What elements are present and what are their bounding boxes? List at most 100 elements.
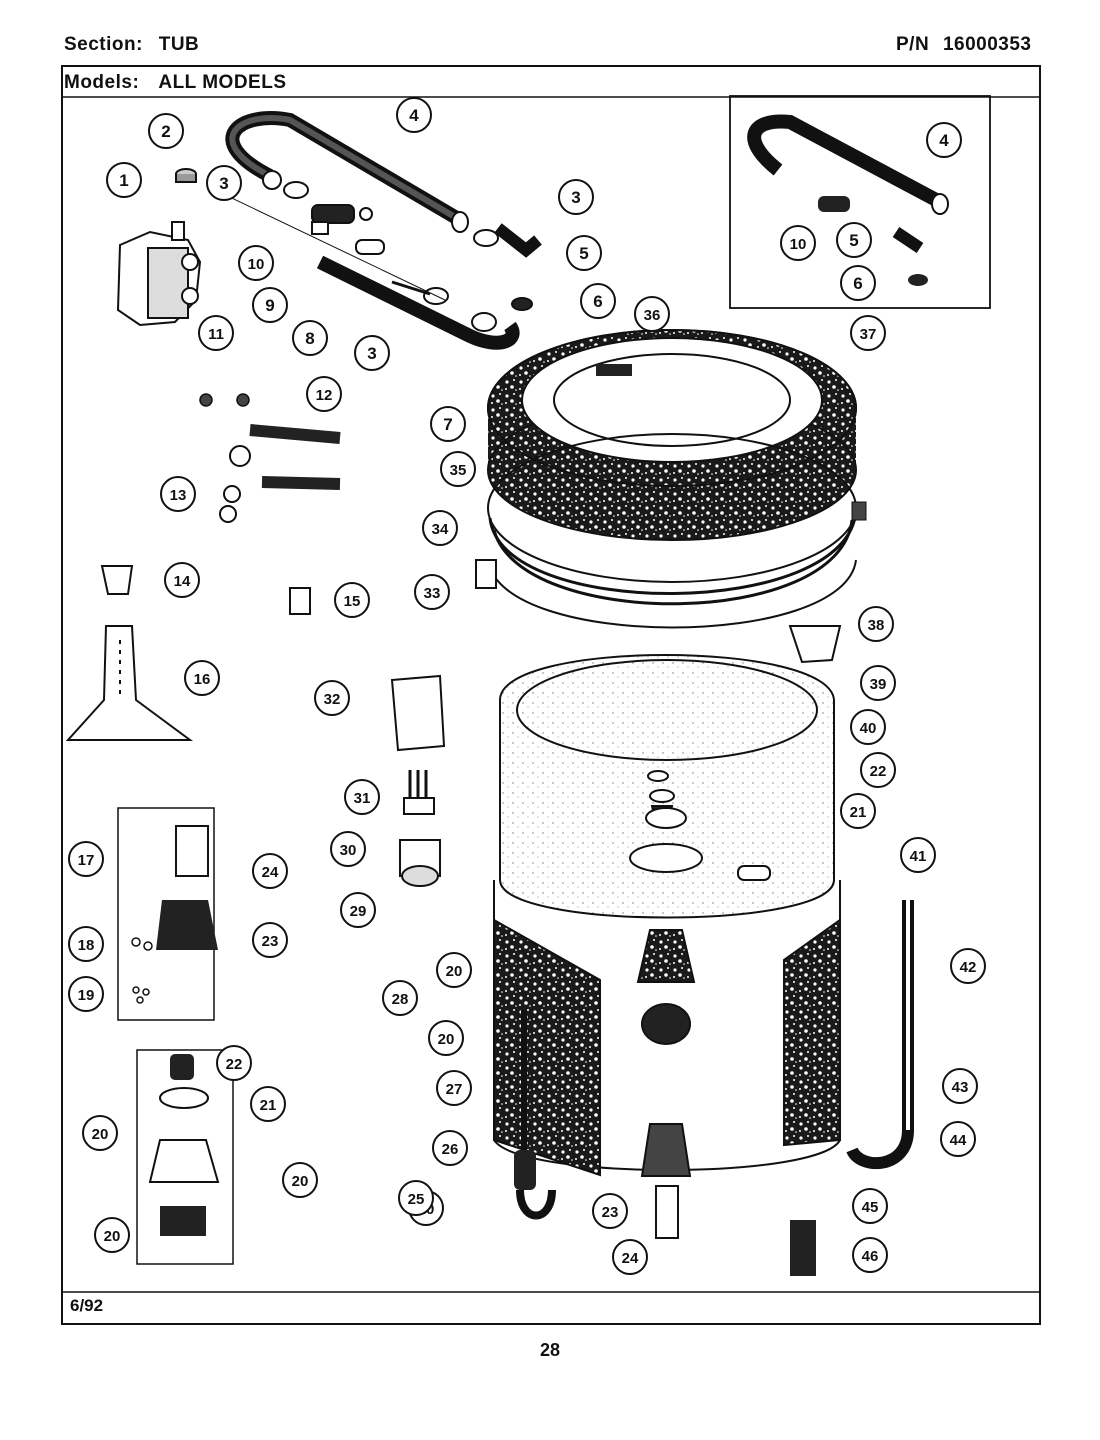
callout-number: 29 — [350, 903, 367, 920]
callout-30: 30 — [330, 831, 366, 867]
callout-22: 22 — [216, 1045, 252, 1081]
callout-number: 5 — [849, 231, 858, 250]
callout-3: 3 — [558, 179, 594, 215]
callout-44: 44 — [940, 1121, 976, 1157]
callout-number: 24 — [622, 1250, 639, 1267]
callout-number: 12 — [316, 387, 333, 404]
callout-20: 20 — [436, 952, 472, 988]
callout-number: 36 — [644, 307, 661, 324]
callout-number: 10 — [248, 256, 265, 273]
models-line: Models: ALL MODELS — [64, 72, 301, 94]
callout-number: 35 — [450, 462, 467, 479]
callout-number: 16 — [194, 671, 211, 688]
diagram-border — [61, 65, 1041, 1325]
callout-20: 20 — [94, 1217, 130, 1253]
callout-36: 36 — [634, 296, 670, 332]
callout-number: 3 — [219, 174, 228, 193]
grommet-part — [511, 297, 533, 311]
callout-number: 2 — [161, 122, 170, 141]
callout-number: 18 — [78, 937, 95, 954]
callout-number: 42 — [960, 959, 977, 976]
callout-number: 17 — [78, 852, 95, 869]
callout-4: 4 — [926, 122, 962, 158]
callout-28: 28 — [382, 980, 418, 1016]
callout-number: 9 — [265, 296, 274, 315]
callout-23: 23 — [252, 922, 288, 958]
callout-18: 18 — [68, 926, 104, 962]
callout-number: 24 — [262, 864, 279, 881]
callout-number: 40 — [860, 720, 877, 737]
pn-label: P/N — [896, 34, 930, 55]
callout-number: 30 — [340, 842, 357, 859]
callout-40: 40 — [850, 709, 886, 745]
callout-number: 13 — [170, 487, 187, 504]
callout-number: 4 — [939, 131, 949, 150]
callout-number: 22 — [870, 763, 887, 780]
callout-number: 31 — [354, 790, 371, 807]
callout-21: 21 — [250, 1086, 286, 1122]
screws-part — [199, 393, 250, 407]
callout-number: 41 — [910, 848, 927, 865]
callout-3: 3 — [354, 335, 390, 371]
callout-number: 10 — [790, 236, 807, 253]
callout-9: 9 — [252, 287, 288, 323]
callout-24: 24 — [612, 1239, 648, 1275]
callout-38: 38 — [858, 606, 894, 642]
callout-20: 20 — [82, 1115, 118, 1151]
pn-value: 16000353 — [942, 34, 1032, 55]
callout-6: 6 — [840, 265, 876, 301]
callout-10: 10 — [780, 225, 816, 261]
mixing-valve-part — [116, 221, 202, 327]
callout-number: 46 — [862, 1248, 879, 1265]
callout-32: 32 — [314, 680, 350, 716]
clip-part — [851, 501, 867, 521]
label-plate-part — [788, 625, 842, 664]
callout-number: 19 — [78, 987, 95, 1004]
callout-number: 5 — [579, 244, 588, 263]
callout-1: 1 — [106, 162, 142, 198]
callout-number: 45 — [862, 1199, 879, 1216]
callout-31: 31 — [344, 779, 380, 815]
callout-14: 14 — [164, 562, 200, 598]
callout-39: 39 — [860, 665, 896, 701]
callout-number: 3 — [571, 188, 580, 207]
agitator-part — [65, 625, 194, 741]
callout-11: 11 — [198, 315, 234, 351]
callout-21: 21 — [840, 793, 876, 829]
inset-elbow-part — [892, 227, 924, 253]
callout-12: 12 — [306, 376, 342, 412]
callout-29: 29 — [340, 892, 376, 928]
agitator-kit-box-17 — [117, 807, 215, 1021]
callout-17: 17 — [68, 841, 104, 877]
callout-35: 35 — [440, 451, 476, 487]
callout-8: 8 — [292, 320, 328, 356]
callout-number: 8 — [305, 329, 314, 348]
hub-parts-stack — [629, 770, 703, 1239]
siphon-hose-part — [316, 255, 520, 350]
revision-date: 6/92 — [70, 1296, 104, 1315]
tub-ring-part — [487, 433, 858, 629]
callout-number: 34 — [432, 521, 449, 538]
vacuum-breaker-part — [311, 204, 373, 235]
callout-22: 22 — [860, 752, 896, 788]
callout-number: 20 — [438, 1031, 455, 1048]
callout-number: 23 — [602, 1204, 619, 1221]
pressure-switch-part — [399, 770, 441, 887]
callout-23: 23 — [592, 1193, 628, 1229]
callout-2: 2 — [148, 113, 184, 149]
callout-7: 7 — [430, 406, 466, 442]
callout-3: 3 — [206, 165, 242, 201]
callout-13: 13 — [160, 476, 196, 512]
drive-kit-box-20 — [136, 1049, 234, 1265]
callout-number: 6 — [593, 292, 602, 311]
section-title: Section: TUB — [64, 34, 199, 56]
callout-number: 37 — [860, 326, 877, 343]
callout-number: 20 — [104, 1228, 121, 1245]
callout-15: 15 — [334, 582, 370, 618]
callout-42: 42 — [950, 948, 986, 984]
callout-number: 14 — [174, 573, 191, 590]
callout-number: 32 — [324, 691, 341, 708]
inset-hose-part — [747, 114, 944, 209]
models-value: ALL MODELS — [158, 72, 287, 93]
